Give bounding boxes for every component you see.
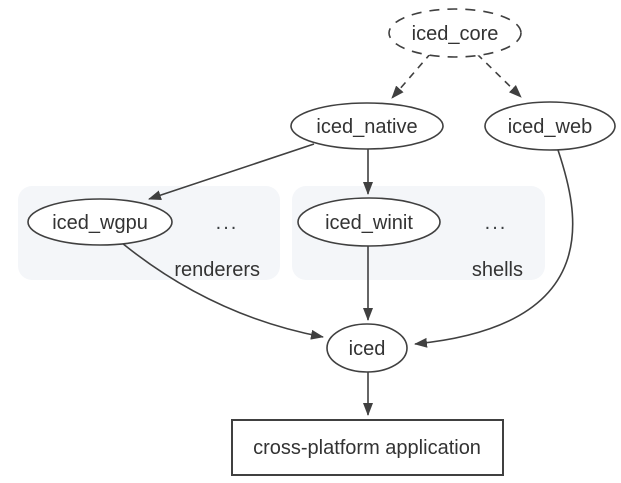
node-iced-wgpu-label: iced_wgpu (52, 212, 148, 234)
node-iced-core: iced_core (388, 8, 522, 58)
node-application: cross-platform application (231, 419, 504, 476)
node-application-label: cross-platform application (253, 437, 481, 459)
node-iced: iced (326, 323, 408, 373)
node-iced-core-label: iced_core (412, 23, 499, 45)
node-iced-web-shape (484, 101, 616, 151)
edge-iced_core-iced_native (391, 52, 432, 99)
node-iced-native-shape (290, 102, 444, 150)
node-iced-native-label: iced_native (316, 116, 417, 138)
edge-iced_web-iced (414, 149, 574, 348)
node-application-shape (231, 419, 504, 476)
node-iced-winit-shape (297, 197, 441, 247)
node-iced-core-shape (388, 8, 522, 58)
group-label-shells: shells (472, 259, 523, 281)
node-iced-wgpu-shape (27, 198, 173, 246)
node-iced-winit-label: iced_winit (325, 212, 413, 234)
renderers-ellipsis: ... (216, 212, 239, 234)
node-iced-winit: iced_winit (297, 197, 441, 247)
edge-iced_native-iced_wgpu (148, 143, 315, 200)
node-iced-label: iced (349, 338, 386, 360)
node-iced-web-label: iced_web (508, 116, 593, 138)
node-iced-native: iced_native (290, 102, 444, 150)
node-iced-wgpu: iced_wgpu (27, 198, 173, 246)
edge-iced_core-iced_web (476, 53, 522, 98)
node-iced-web: iced_web (484, 101, 616, 151)
group-label-renderers: renderers (174, 259, 260, 281)
edge-iced_wgpu-iced (121, 242, 324, 340)
node-iced-shape (326, 323, 408, 373)
shells-ellipsis: ... (485, 212, 508, 234)
